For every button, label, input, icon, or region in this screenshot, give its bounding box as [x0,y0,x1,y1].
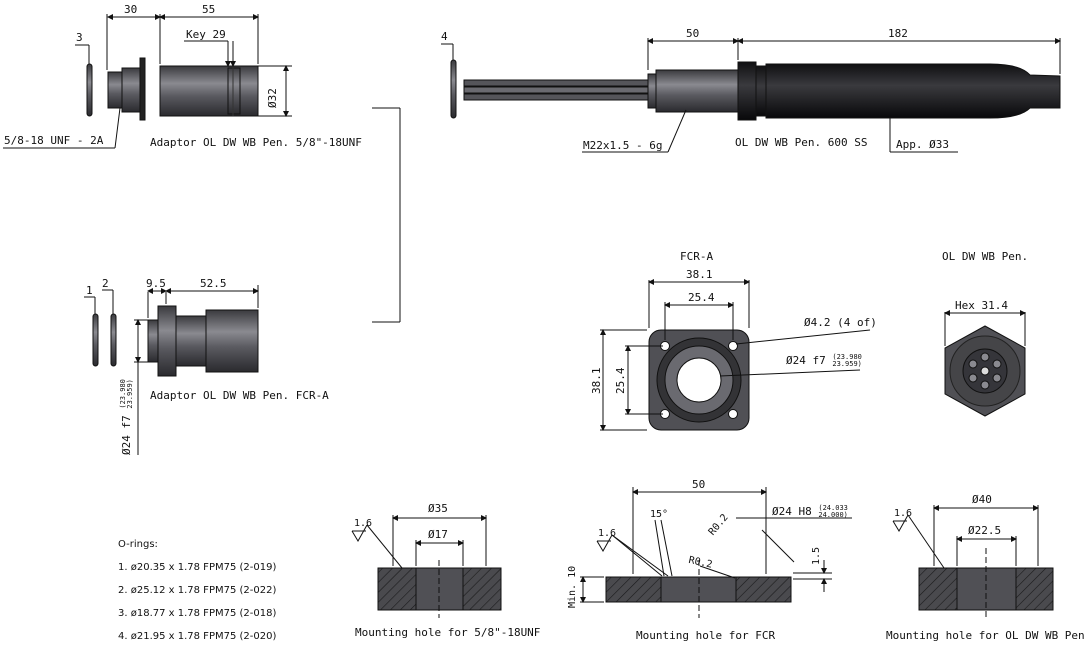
rough-ol: 1.6 [894,508,913,519]
dim-fcr-9-5: 9.5 [146,277,166,290]
dim-probe-dia: App. Ø33 [896,138,949,151]
title-fcr-a: FCR-A [680,250,714,263]
oring-item: 2. ø25.12 x 1.78 FPM75 (2-022) [118,585,277,596]
adaptor-fcr [84,285,259,455]
mount-hole-ol [892,505,1054,618]
probe [441,38,1061,153]
caption-adaptor-unf: Adaptor OL DW WB Pen. 5/8"-18UNF [150,136,362,149]
dim-hole-ol-40: Ø40 [972,493,992,506]
hex-view [944,310,1026,417]
dim-unf-dia: Ø32 [266,88,279,108]
adaptor-unf [3,14,292,149]
caption-mount-unf: Mounting hole for 5/8"-18UNF [355,626,541,639]
caption-adaptor-fcr: Adaptor OL DW WB Pen. FCR-A [150,389,329,402]
dim-hole-fcr-min: Min. 10 [567,565,578,608]
callout-4: 4 [441,30,448,43]
title-ol: OL DW WB Pen. [942,250,1029,263]
callout-3: 3 [76,31,83,44]
fcr-flange [600,279,871,431]
dim-probe-50: 50 [686,27,700,40]
rough-unf: 1.6 [354,518,373,529]
dim-probe-thread: M22x1.5 - 6g [583,139,663,152]
dim-fcr-52-5: 52.5 [200,277,227,290]
rough-fcr: 1.6 [598,528,617,539]
oring-item: 1. ø20.35 x 1.78 FPM75 (2-019) [118,562,277,573]
caption-mount-fcr: Mounting hole for FCR [636,629,776,642]
dim-hole-fcr-50: 50 [692,478,706,491]
dim-hole-fcr-depth: 1.5 [811,546,822,565]
oring-list: O-rings: 1. ø20.35 x 1.78 FPM75 (2-019) … [118,539,276,654]
oring-item: 3. ø18.77 x 1.78 FPM75 (2-018) [118,608,277,619]
dim-unf-key: Key 29 [186,28,226,41]
dim-unf-thread: 5/8-18 UNF - 2A [4,134,104,147]
mount-hole-fcr [580,487,852,618]
dim-fcr-25-4: 25.4 [688,291,715,304]
mount-hole-unf [351,515,502,618]
caption-probe: OL DW WB Pen. 600 SS [735,136,868,149]
bracket [372,107,401,323]
dim-fcr-holes: Ø4.2 (4 of) [804,316,877,329]
dim-hole-ol-22-5: Ø22.5 [968,524,1002,537]
dim-hole-fcr-angle: 15° [650,509,669,520]
dim-hex: Hex 31.4 [955,299,1008,312]
dim-fcr-38-1-v: 38.1 [590,367,603,395]
dim-unf-55: 55 [202,3,216,16]
dim-hole-unf-35: Ø35 [428,502,448,515]
caption-mount-ol: Mounting hole for OL DW WB Pen. [886,629,1086,642]
dim-fcr-25-4-v: 25.4 [614,367,627,395]
callout-1: 1 [86,284,93,297]
oring-item: 4. ø21.95 x 1.78 FPM75 (2-020) [118,631,277,642]
oring-title: O-rings: [118,539,158,550]
callout-2: 2 [102,277,109,290]
dim-unf-30: 30 [124,3,138,16]
dim-hole-unf-17: Ø17 [428,528,448,541]
dim-fcr-38-1: 38.1 [686,268,713,281]
dim-probe-182: 182 [888,27,908,40]
